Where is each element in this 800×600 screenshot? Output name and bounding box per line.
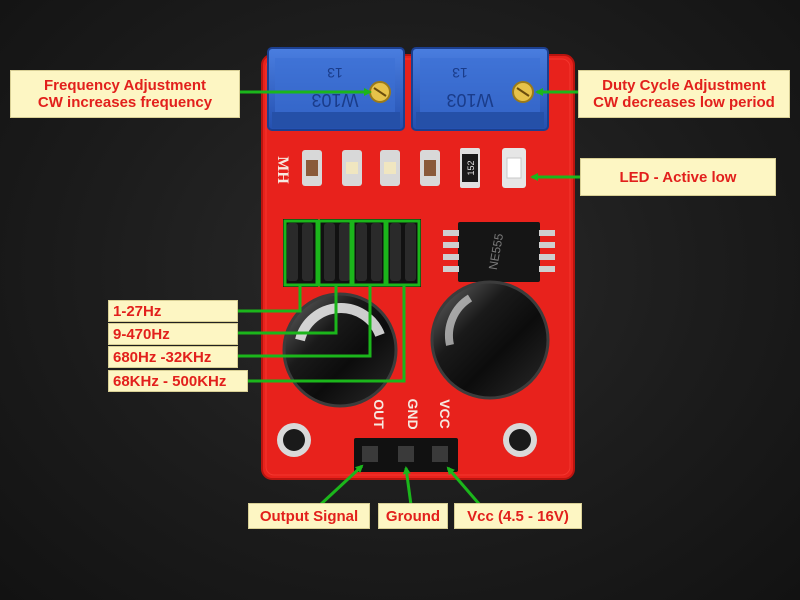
chip-label: NE555 — [486, 232, 506, 271]
led-label-text: LED - Active low — [619, 168, 737, 186]
pot-left-number: 13 — [327, 65, 343, 81]
capacitor-left — [282, 292, 398, 408]
range-label-3: 680Hz -32KHz — [108, 346, 238, 368]
silkscreen-out: OUT — [371, 399, 387, 429]
vcc-text: Vcc (4.5 - 16V) — [467, 507, 569, 525]
range-label-4: 68KHz - 500KHz — [108, 370, 248, 392]
range-label-1-text: 1-27Hz — [113, 302, 162, 320]
range-label-2: 9-470Hz — [108, 323, 238, 345]
status-led — [502, 148, 526, 188]
vcc-label: Vcc (4.5 - 16V) — [454, 503, 582, 529]
mounting-hole-left — [277, 423, 311, 457]
silkscreen-gnd: GND — [405, 398, 421, 429]
range-label-2-text: 9-470Hz — [113, 325, 170, 343]
frequency-trim-screw — [369, 81, 391, 103]
led-label: LED - Active low — [580, 158, 776, 196]
duty-potentiometer: 13 W103 — [411, 47, 549, 131]
arrow-output — [318, 464, 364, 507]
resistor-152: 152 — [460, 148, 480, 188]
frequency-label-line2: CW increases frequency — [37, 94, 213, 111]
range-label-1: 1-27Hz — [108, 300, 238, 322]
pin-header — [354, 438, 458, 472]
ground-text: Ground — [385, 507, 441, 525]
pot-left-code: W103 — [311, 90, 358, 110]
frequency-adjustment-label: Frequency Adjustment CW increases freque… — [10, 70, 240, 118]
range-connector-lines — [238, 285, 406, 383]
ne555-chip: NE555 — [443, 222, 555, 282]
smd-components-row — [302, 150, 440, 186]
output-signal-label: Output Signal — [248, 503, 370, 529]
duty-cycle-label: Duty Cycle Adjustment CW decreases low p… — [578, 70, 790, 118]
capacitor-right — [430, 280, 550, 400]
silkscreen-vcc: VCC — [437, 399, 453, 429]
output-signal-text: Output Signal — [259, 507, 359, 525]
pot-right-number: 13 — [452, 65, 468, 81]
pot-right-code: W103 — [446, 90, 493, 110]
ground-label: Ground — [378, 503, 448, 529]
duty-label-line1: Duty Cycle Adjustment — [602, 77, 766, 94]
resistor-code: 152 — [466, 160, 476, 175]
arrow-vcc — [446, 466, 482, 506]
frequency-label-line1: Frequency Adjustment — [44, 77, 206, 94]
arrow-ground — [402, 466, 413, 506]
silkscreen-mh: MH — [274, 156, 291, 184]
range-label-3-text: 680Hz -32KHz — [113, 348, 212, 366]
range-label-4-text: 68KHz - 500KHz — [113, 372, 227, 390]
duty-label-line2: CW decreases low period — [593, 94, 775, 111]
range-jumpers — [283, 219, 421, 287]
mounting-hole-right — [503, 423, 537, 457]
duty-trim-screw — [512, 81, 534, 103]
